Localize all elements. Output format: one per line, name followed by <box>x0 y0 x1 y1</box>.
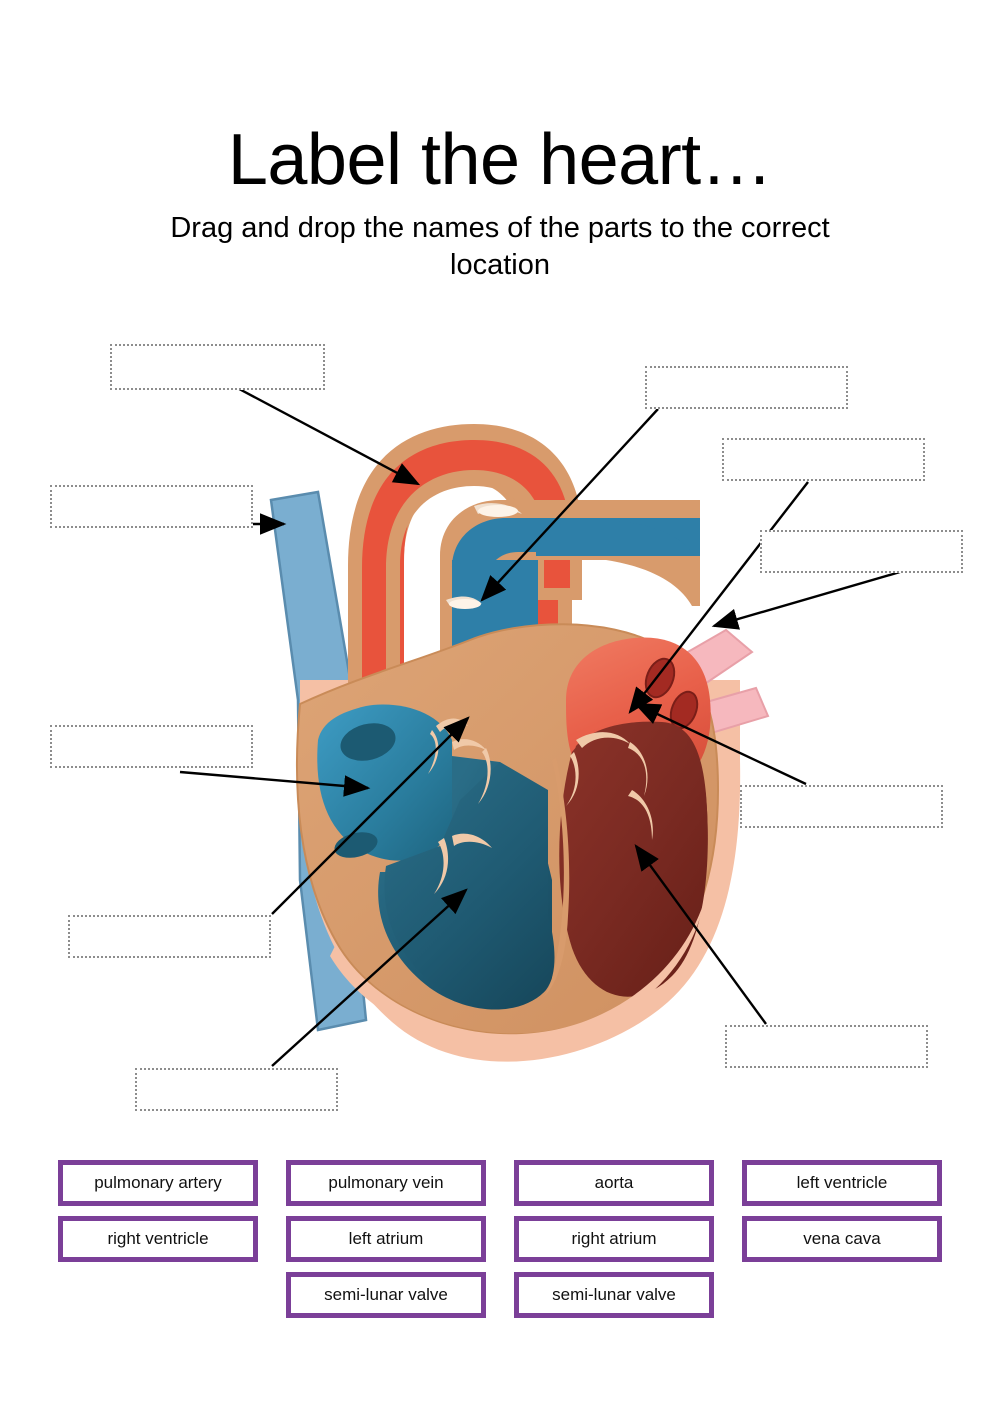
word-bank-row-3: semi-lunar valve semi-lunar valve <box>0 1272 1000 1318</box>
left-ventricle-structure <box>559 721 708 997</box>
word-tile-right-ventricle[interactable]: right ventricle <box>58 1216 258 1262</box>
word-tile-semilunar-valve-1[interactable]: semi-lunar valve <box>286 1272 486 1318</box>
pulmonary-vein-structure <box>658 628 770 742</box>
drop-target-vena-cava[interactable] <box>50 485 253 528</box>
word-bank-row-1: pulmonary artery pulmonary vein aorta le… <box>0 1160 1000 1206</box>
word-tile-semilunar-valve-2[interactable]: semi-lunar valve <box>514 1272 714 1318</box>
word-tile-left-atrium[interactable]: left atrium <box>286 1216 486 1262</box>
drop-target-pulmonary-artery[interactable] <box>645 366 848 409</box>
valve-leaflets <box>428 718 653 894</box>
page-title: Label the heart… <box>227 120 773 200</box>
arrow-to-pulmonary-vein <box>711 570 901 630</box>
heart-apex <box>330 902 704 1048</box>
left-atrium-structure <box>566 637 711 797</box>
word-bank-row-2: right ventricle left atrium right atrium… <box>0 1216 1000 1262</box>
right-ventricle-structure <box>378 756 555 1010</box>
arrow-to-pulmonary-artery <box>480 408 659 602</box>
drop-target-right-atrium[interactable] <box>50 725 253 768</box>
word-tile-pulmonary-artery[interactable]: pulmonary artery <box>58 1160 258 1206</box>
word-bank: pulmonary artery pulmonary vein aorta le… <box>0 1160 1000 1328</box>
drop-target-semilunar-valve-upper[interactable] <box>722 438 925 481</box>
aortic-arch-structure <box>352 430 572 720</box>
pericardium-layer <box>298 680 741 1062</box>
word-tile-vena-cava[interactable]: vena cava <box>742 1216 942 1262</box>
vena-cava-structure <box>269 490 368 1032</box>
arrow-to-right-ventricle <box>271 888 468 1067</box>
interventricular-septum <box>540 758 570 1000</box>
drop-target-right-ventricle[interactable] <box>135 1068 338 1111</box>
worksheet-header: Label the heart… Drag and drop the names… <box>0 0 1000 284</box>
right-atrium-structure <box>317 704 452 861</box>
pulmonary-artery-structure <box>440 500 700 756</box>
arrow-to-aorta <box>227 381 421 486</box>
drop-target-left-atrium[interactable] <box>740 785 943 828</box>
arrow-to-semilunar-valve-upper <box>628 481 809 714</box>
arrow-to-left-ventricle <box>634 844 767 1025</box>
drop-target-semilunar-valve-lower[interactable] <box>68 915 271 958</box>
word-tile-aorta[interactable]: aorta <box>514 1160 714 1206</box>
word-tile-pulmonary-vein[interactable]: pulmonary vein <box>286 1160 486 1206</box>
myocardium-layer <box>295 623 720 1036</box>
arrow-to-left-atrium <box>633 702 807 786</box>
page-subtitle: Drag and drop the names of the parts to … <box>170 212 830 282</box>
drop-target-pulmonary-vein[interactable] <box>760 530 963 573</box>
aortic-notch <box>446 503 522 609</box>
arrow-to-semilunar-valve-lower <box>271 716 470 915</box>
aorta-clean <box>348 424 582 716</box>
word-tile-right-atrium[interactable]: right atrium <box>514 1216 714 1262</box>
drop-target-left-ventricle[interactable] <box>725 1025 928 1068</box>
word-tile-left-ventricle[interactable]: left ventricle <box>742 1160 942 1206</box>
drop-target-aorta[interactable] <box>110 344 325 390</box>
arrow-to-right-atrium <box>179 770 371 797</box>
